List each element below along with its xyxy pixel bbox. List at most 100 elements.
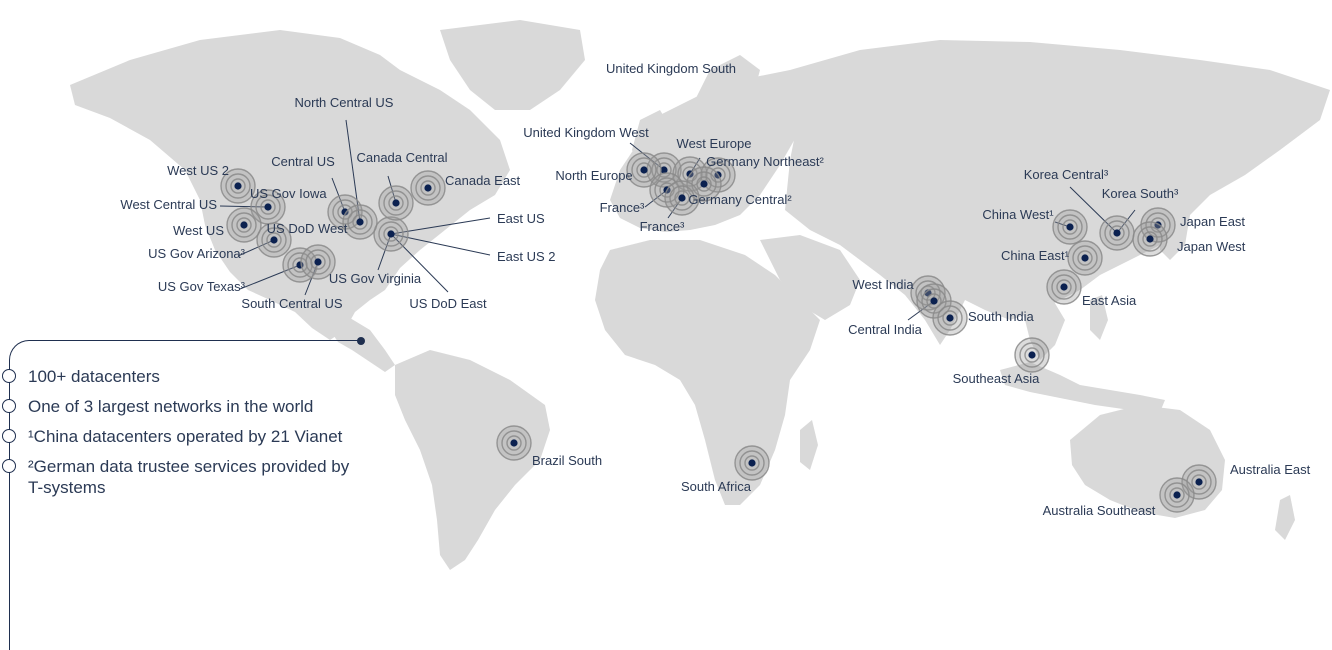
region-marker xyxy=(1014,337,1050,373)
land-greenland xyxy=(440,20,585,110)
marker-dot xyxy=(1146,235,1154,243)
marker-dot xyxy=(510,439,518,447)
region-label-korea-central: Korea Central³ xyxy=(1024,167,1109,182)
marker-ring xyxy=(1062,219,1078,235)
marker-ring xyxy=(1067,240,1103,276)
marker-ring xyxy=(310,254,326,270)
land-philippines xyxy=(1090,295,1108,340)
legend-item-text: ¹China datacenters operated by 21 Vianet xyxy=(28,427,343,446)
marker-ring xyxy=(256,222,292,258)
region-marker xyxy=(300,244,336,280)
marker-ring xyxy=(347,209,373,235)
legend-bullet-icon xyxy=(2,399,16,413)
marker-ring xyxy=(383,226,399,242)
marker-dot xyxy=(930,297,938,305)
legend-panel: 100+ datacenters One of 3 largest networ… xyxy=(0,337,400,650)
marker-ring xyxy=(1104,220,1130,246)
legend-item-text: One of 3 largest networks in the world xyxy=(28,397,314,416)
region-label-us-gov-texas: US Gov Texas³ xyxy=(158,279,246,294)
marker-dot xyxy=(640,166,648,174)
land-central-america xyxy=(330,318,395,372)
marker-ring xyxy=(378,221,404,247)
marker-ring xyxy=(656,162,672,178)
marker-ring xyxy=(225,173,251,199)
marker-ring xyxy=(388,195,404,211)
region-label-us-gov-arizona: US Gov Arizona³ xyxy=(148,246,245,261)
leader-line-france-1 xyxy=(644,189,668,208)
legend-item-text: 100+ datacenters xyxy=(28,367,160,386)
marker-ring xyxy=(342,204,378,240)
legend-item-german-note: ²German data trustee services provided b… xyxy=(0,456,368,498)
marker-ring xyxy=(664,180,700,216)
region-label-east-us: East US xyxy=(497,211,545,226)
marker-ring xyxy=(1132,221,1168,257)
marker-ring xyxy=(1150,217,1166,233)
region-label-china-west: China West¹ xyxy=(982,207,1054,222)
marker-ring xyxy=(1159,477,1195,513)
marker-ring xyxy=(230,178,246,194)
marker-dot xyxy=(424,184,432,192)
marker-ring xyxy=(352,214,368,230)
marker-ring xyxy=(1072,245,1098,271)
region-marker xyxy=(496,425,532,461)
legend-list: 100+ datacenters One of 3 largest networ… xyxy=(0,366,368,507)
legend-item-datacenters: 100+ datacenters xyxy=(0,366,368,387)
land-indonesia xyxy=(1000,362,1165,412)
region-label-west-india: West India xyxy=(852,277,914,292)
marker-ring xyxy=(705,162,731,188)
marker-ring xyxy=(636,162,652,178)
region-label-east-us-2: East US 2 xyxy=(497,249,556,264)
region-label-south-central-us: South Central US xyxy=(241,296,342,311)
land-north-america xyxy=(70,30,510,340)
region-label-korea-south: Korea South³ xyxy=(1102,186,1179,201)
land-south-america xyxy=(395,350,550,570)
legend-connector-end-dot xyxy=(357,337,365,345)
region-label-west-us-2: West US 2 xyxy=(167,163,229,178)
region-marker xyxy=(932,300,968,336)
leader-line-central-india xyxy=(907,300,935,321)
marker-ring xyxy=(937,305,963,331)
marker-dot xyxy=(341,208,349,216)
region-label-germany-northeast: Germany Northeast² xyxy=(706,154,824,169)
region-label-australia-southeast: Australia Southeast xyxy=(1043,503,1156,518)
marker-ring xyxy=(415,175,441,201)
marker-ring xyxy=(1142,231,1158,247)
land-asia xyxy=(785,40,1330,345)
marker-ring xyxy=(255,194,281,220)
marker-dot xyxy=(1060,283,1068,291)
marker-ring xyxy=(378,185,414,221)
region-label-west-europe: West Europe xyxy=(677,136,752,151)
marker-dot xyxy=(660,166,668,174)
marker-ring xyxy=(220,168,256,204)
marker-ring xyxy=(920,285,936,301)
marker-ring xyxy=(669,185,695,211)
marker-dot xyxy=(356,218,364,226)
marker-ring xyxy=(501,430,527,456)
region-markers xyxy=(220,152,1217,513)
region-label-south-india: South India xyxy=(968,309,1035,324)
region-marker xyxy=(226,207,262,243)
land-africa xyxy=(595,240,820,505)
region-marker xyxy=(1099,215,1135,251)
marker-dot xyxy=(946,314,954,322)
region-label-japan-west: Japan West xyxy=(1177,239,1246,254)
marker-ring xyxy=(1145,212,1171,238)
region-marker xyxy=(220,168,256,204)
marker-ring xyxy=(373,216,409,252)
marker-ring xyxy=(696,176,712,192)
region-label-canada-central: Canada Central xyxy=(356,150,447,165)
region-marker xyxy=(734,445,770,481)
leader-line-south-central-us xyxy=(304,261,319,296)
marker-ring xyxy=(1077,250,1093,266)
marker-ring xyxy=(739,450,765,476)
marker-ring xyxy=(261,227,287,253)
region-marker xyxy=(1046,269,1082,305)
leader-line-korea-central xyxy=(1069,186,1118,234)
marker-ring xyxy=(654,177,680,203)
marker-ring xyxy=(926,293,942,309)
marker-ring xyxy=(1137,226,1163,252)
region-label-canada-east: Canada East xyxy=(445,173,521,188)
region-label-us-gov-virginia: US Gov Virginia xyxy=(329,271,422,286)
region-label-france-1: France³ xyxy=(600,200,645,215)
